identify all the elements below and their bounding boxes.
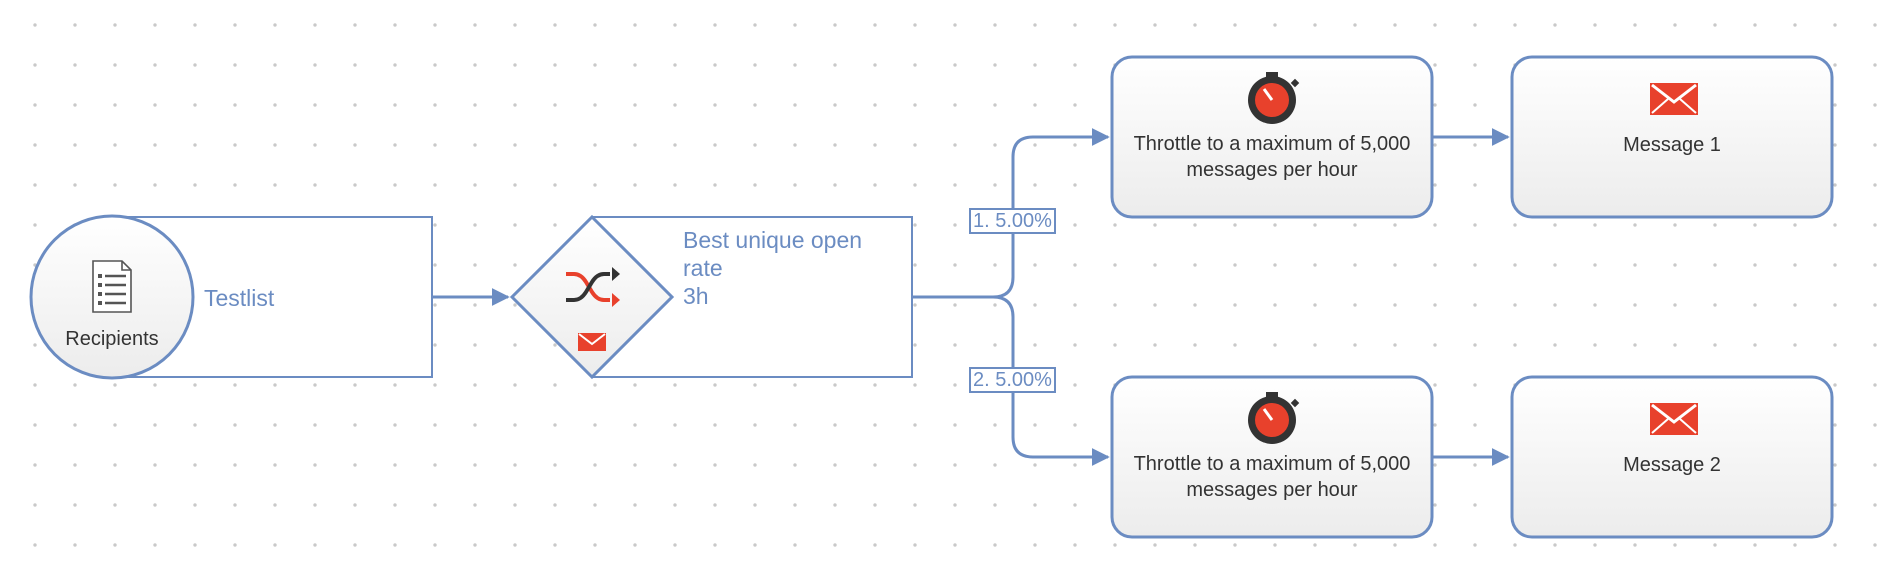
throttle-2-text: Throttle to a maximum of 5,000 messages … — [1133, 453, 1411, 501]
splitter-duration: 3h — [683, 283, 709, 309]
stopwatch-icon — [1248, 72, 1300, 124]
recipients-list-name[interactable]: Testlist — [204, 285, 275, 311]
envelope-icon — [578, 333, 606, 351]
recipients-label: Recipients — [65, 328, 159, 350]
branch-1-percent-label[interactable]: 1. 5.00% — [969, 208, 1056, 234]
splitter-info: Best unique open rate 3h — [683, 226, 903, 310]
splitter-node[interactable] — [509, 214, 675, 380]
stopwatch-icon — [1248, 392, 1300, 444]
message-node-1[interactable] — [1510, 55, 1834, 219]
document-list-icon — [92, 260, 132, 313]
envelope-icon — [1650, 403, 1698, 435]
branch-2-percent-label[interactable]: 2. 5.00% — [969, 367, 1056, 393]
message-1-label: Message 1 — [1623, 134, 1721, 156]
message-2-label: Message 2 — [1623, 454, 1721, 476]
throttle-1-text: Throttle to a maximum of 5,000 messages … — [1133, 133, 1411, 181]
envelope-icon — [1650, 83, 1698, 115]
message-node-2[interactable] — [1510, 375, 1834, 539]
splitter-title: Best unique open rate — [683, 227, 863, 281]
shuffle-icon — [566, 267, 620, 307]
